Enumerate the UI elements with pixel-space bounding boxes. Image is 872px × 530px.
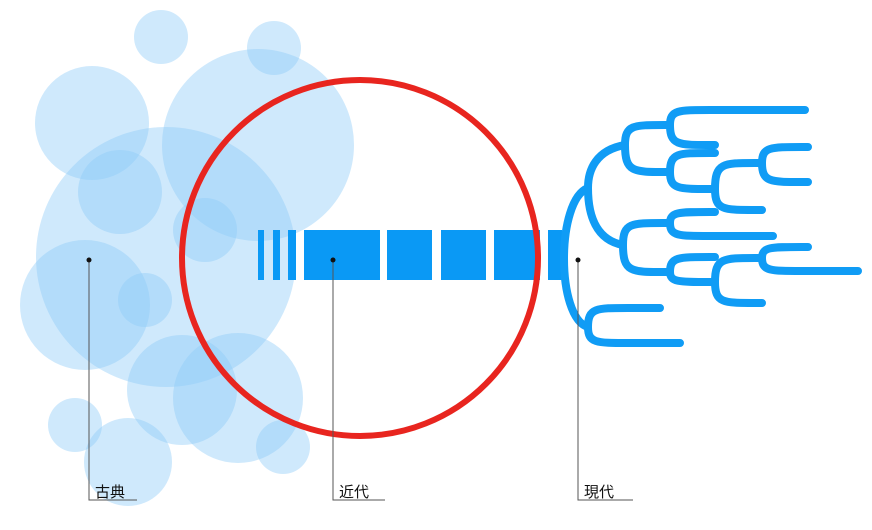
tree-branch: [619, 219, 674, 249]
tree-branch: [758, 243, 812, 262]
bubble: [78, 150, 162, 234]
bubble: [36, 127, 296, 387]
modern-ring: [179, 77, 541, 439]
tree-branch: [560, 184, 592, 331]
tree-branch: [758, 254, 862, 275]
tree-branch: [584, 184, 627, 249]
bar-block-4: [494, 230, 540, 280]
tree-branch: [621, 121, 674, 149]
leader-classical: [88, 260, 137, 501]
anchor-dot-classical: [86, 257, 92, 263]
label-classical: 古典: [95, 483, 125, 501]
bubble: [256, 420, 310, 474]
bubble: [173, 333, 303, 463]
bar-block-5: [548, 230, 562, 280]
tree-branch: [666, 268, 719, 286]
bubble: [134, 10, 188, 64]
bubble: [84, 418, 172, 506]
label-contemporary: 現代: [584, 483, 614, 501]
tree-branch: [666, 253, 719, 276]
tree-branch: [666, 219, 777, 240]
bubble: [20, 240, 150, 370]
contemporary-branching-tree: [560, 106, 862, 347]
anchor-dot-modern: [330, 257, 336, 263]
bubble: [162, 49, 354, 241]
tree-branch: [666, 106, 719, 129]
bar-thin-3: [288, 230, 296, 280]
label-modern: 近代: [339, 483, 369, 501]
bar-thin-2: [273, 230, 280, 280]
bubble: [118, 273, 172, 327]
leader-modern: [332, 260, 385, 501]
tree-branch: [584, 323, 684, 347]
tree-branch: [758, 159, 812, 186]
bubble: [35, 66, 149, 180]
tree-branch: [584, 304, 664, 331]
bubble: [127, 335, 237, 445]
tree-branch: [758, 143, 812, 167]
tree-branch: [584, 141, 629, 192]
tree-branch: [666, 149, 719, 176]
bubble: [247, 21, 301, 75]
leader-lines: [88, 260, 633, 501]
modern-bars: [258, 230, 562, 280]
leader-contemporary: [577, 260, 633, 501]
tree-branch: [711, 159, 766, 193]
tree-branch: [666, 168, 719, 193]
anchor-dot-contemporary: [575, 257, 581, 263]
bar-block-2: [387, 230, 432, 280]
tree-branch: [711, 254, 766, 286]
bar-block-3: [441, 230, 486, 280]
tree-branch: [619, 241, 674, 276]
bar-block-1: [304, 230, 380, 280]
tree-branch: [711, 278, 766, 307]
bar-thin-1: [258, 230, 264, 280]
tree-branch: [711, 185, 766, 214]
tree-branch: [666, 208, 719, 227]
tree-branch: [621, 141, 674, 176]
tree-branch: [666, 121, 719, 149]
classical-bubble-cluster: [20, 10, 354, 506]
